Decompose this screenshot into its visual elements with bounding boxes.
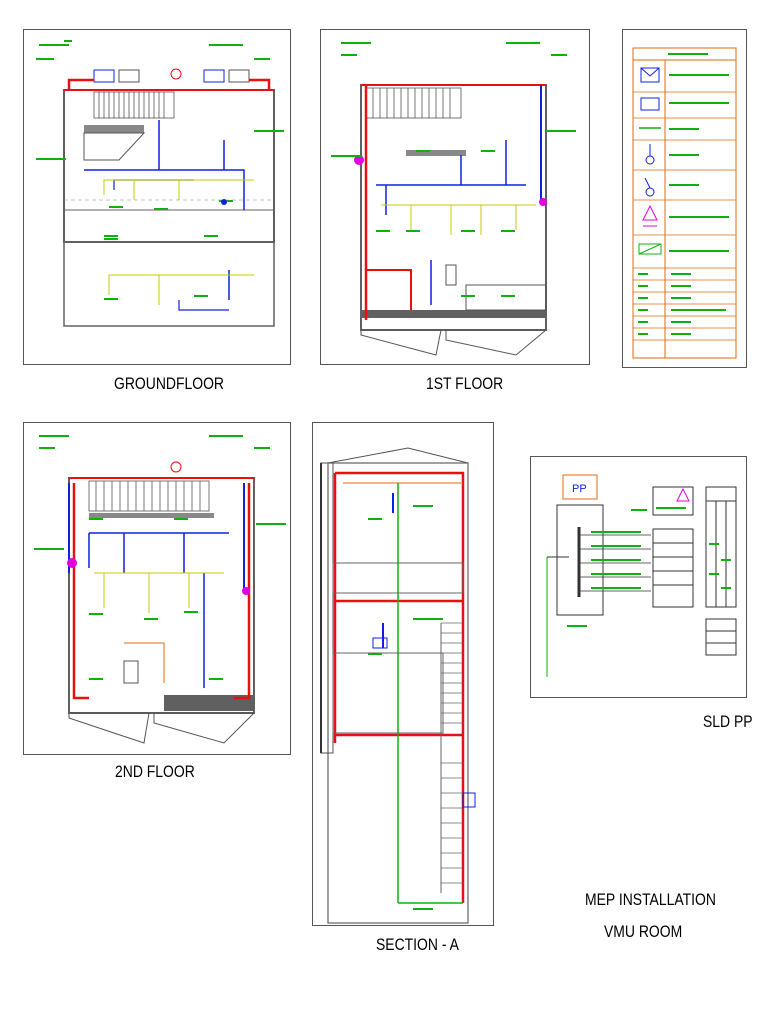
section-a-caption: SECTION - A (376, 935, 459, 954)
sld-diagram: PP (546, 474, 737, 677)
sld-caption: SLD PP (703, 712, 753, 731)
section-a-sheet (312, 422, 494, 926)
legend-table (632, 47, 737, 359)
project-title-line2: VMU ROOM (604, 922, 683, 941)
second-floor-sheet (23, 422, 291, 755)
first-floor-plan (331, 42, 576, 356)
sld-sheet: PP (530, 456, 747, 698)
second-floor-plan (34, 435, 286, 744)
project-title-line1: MEP INSTALLATION (585, 890, 716, 909)
second-floor-caption: 2ND FLOOR (115, 762, 195, 781)
first-floor-sheet (320, 29, 590, 365)
sld-panel-label: PP (572, 483, 587, 495)
section-a-drawing (320, 447, 476, 924)
ground-floor-sheet (23, 29, 291, 365)
ground-floor-caption: GROUNDFLOOR (114, 374, 224, 393)
ground-floor-plan (36, 40, 284, 327)
legend-sheet (622, 29, 747, 368)
first-floor-caption: 1ST FLOOR (426, 374, 504, 393)
